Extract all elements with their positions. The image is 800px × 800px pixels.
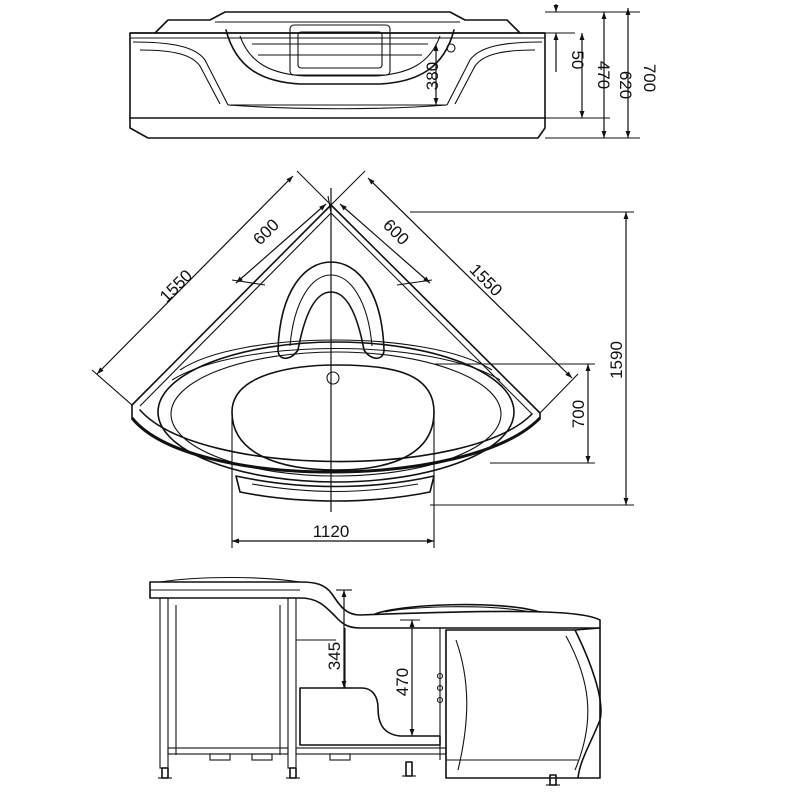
side-control-button-3 [436,696,444,704]
front-control-knob [446,43,456,53]
front-headrest-panel [225,29,455,85]
side-foot-1 [161,767,169,779]
top-plan-view: 1550 600 600 1550 1590 700 [91,170,634,548]
plan-corner-left-wall [131,204,332,406]
side-bowl-rim [374,603,541,615]
dim-front-700: 700 [640,64,659,92]
side-frame-leg-mid [287,597,297,769]
side-foot-4 [549,774,557,786]
plan-tub-outer-oval [157,341,515,483]
front-base [129,117,546,139]
plan-corner-right-wall [330,204,541,414]
side-seat [299,687,441,746]
side-frame-leg-left [159,597,169,769]
side-foot-3 [405,761,413,777]
side-control-button-1 [436,672,444,680]
plan-front-step [235,475,435,502]
side-foot-2 [289,767,297,779]
dim-plan-1120: 1120 [313,522,350,541]
front-headrest-top [154,11,521,34]
dim-plan-600-left: 600 [249,215,282,248]
plan-dimensions: 1550 600 600 1550 1590 700 [91,170,634,548]
front-elevation-view: 50 470 620 700 380 [129,4,659,139]
dim-plan-1550-left: 1550 [156,266,196,306]
plan-inner-basin [231,364,435,471]
dim-front-380: 380 [423,62,442,90]
side-elevation-view: 345 470 [149,576,602,786]
side-control-button-2 [436,684,444,692]
plan-drain [326,371,340,385]
side-dimensions: 345 470 [325,589,420,737]
dim-plan-600-right: 600 [379,215,412,248]
dim-front-50: 50 [568,51,587,70]
dim-side-470: 470 [393,668,412,696]
dim-side-345: 345 [325,642,344,670]
dim-front-620: 620 [616,71,635,99]
dim-plan-1590: 1590 [607,341,626,379]
front-dimensions: 50 470 620 700 380 [423,4,659,139]
side-front-apron [445,629,602,779]
dim-plan-700: 700 [569,400,588,428]
side-top-deck [149,581,601,629]
